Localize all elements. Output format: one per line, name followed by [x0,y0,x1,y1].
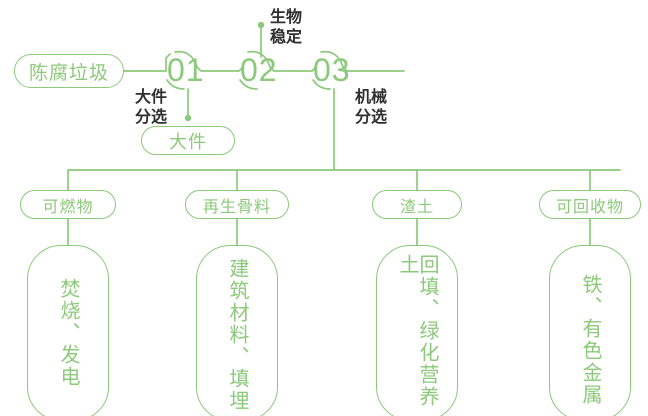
line-01-to-02 [196,66,244,72]
process-label-01-line1: 大件 [135,89,168,106]
arc-01-bottom [166,79,185,90]
node-category-combustible-label: 可燃物 [42,198,94,216]
line-02-to-03 [269,66,317,72]
node-output-bulky[interactable]: 大件 [141,126,235,155]
node-destination-recyclable-label: 铁、有色金属 [579,274,601,406]
process-label-02-line2: 稳定 [270,29,303,46]
step-number-01: 01 [167,52,205,88]
process-label-02-line1: 生物 [270,9,303,26]
node-output-bulky-label: 大件 [169,131,207,152]
node-category-aggregate[interactable]: 再生骨料 [185,190,289,219]
process-label-03-line1: 机械 [355,89,388,106]
step-number-03: 03 [313,52,351,88]
process-label-01: 大件 分选 [135,88,167,128]
node-category-slag-label: 渣土 [399,198,434,216]
node-destination-recyclable[interactable]: 铁、有色金属 [549,245,631,416]
node-destination-combustible[interactable]: 焚烧、发电 [27,245,109,416]
dot-daijian [184,114,192,122]
node-destination-slag[interactable]: 回填、绿化营养土 [376,245,458,416]
arc-02-top [247,50,271,68]
dot-biostable [257,21,265,29]
node-source-waste[interactable]: 陈腐垃圾 [14,54,124,88]
arc-02-bottom [239,79,258,90]
node-destination-combustible-label: 焚烧、发电 [57,278,79,388]
node-destination-aggregate[interactable]: 建筑材料、填埋 [196,245,278,416]
line-03-tail-right [342,66,405,72]
node-category-aggregate-label: 再生骨料 [202,198,271,216]
process-label-02: 生物 稳定 [270,8,302,48]
node-category-recyclable[interactable]: 可回收物 [539,190,641,219]
node-category-slag[interactable]: 渣土 [372,190,462,219]
step-number-02: 02 [240,52,278,88]
arc-01-top [174,50,198,68]
line-source-to-01 [123,53,171,72]
process-label-01-line2: 分选 [135,109,168,126]
node-destination-slag-label: 回填、绿化营养土 [396,254,438,408]
arc-03-top [320,50,344,68]
node-destination-aggregate-label: 建筑材料、填埋 [226,258,248,412]
node-category-combustible[interactable]: 可燃物 [20,190,116,219]
process-label-03-line2: 分选 [355,109,388,126]
arc-03-bottom [312,79,331,90]
node-category-recyclable-label: 可回收物 [555,198,624,216]
node-source-waste-label: 陈腐垃圾 [28,62,109,84]
process-label-03: 机械 分选 [355,88,387,128]
